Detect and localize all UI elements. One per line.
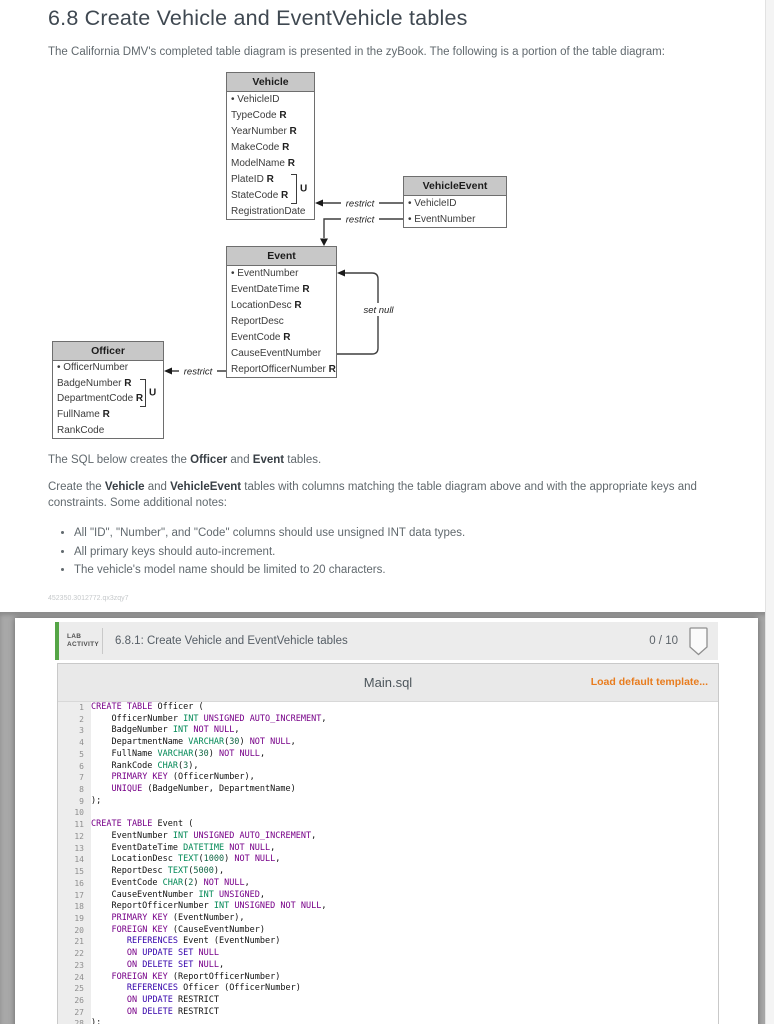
editor-header: Main.sql Load default template... xyxy=(58,664,718,702)
diagram-table-vehicle: Vehicle • VehicleID TypeCode R YearNumber … xyxy=(226,72,315,220)
note-item: All primary keys should auto-increment. xyxy=(74,545,738,561)
diagram-field: • OfficerNumber xyxy=(57,362,129,374)
table-header: VehicleEvent xyxy=(404,177,506,196)
code-line: 7 PRIMARY KEY (OfficerNumber), xyxy=(58,772,718,785)
code-line: 12 EventNumber INT UNSIGNED AUTO_INCREME… xyxy=(58,830,718,843)
diagram-field: • EventNumber xyxy=(408,213,476,225)
relationship-label: restrict xyxy=(346,215,375,226)
load-default-template-link[interactable]: Load default template... xyxy=(590,676,708,688)
instruction-paragraph: Create the Vehicle and VehicleEvent tabl… xyxy=(48,481,697,509)
notes-list: All "ID", "Number", and "Code" columns s… xyxy=(48,526,738,579)
code-line: 16 EventCode CHAR(2) NOT NULL, xyxy=(58,877,718,890)
diagram-field: MakeCode R xyxy=(231,141,290,153)
code-line: 3 BadgeNumber INT NOT NULL, xyxy=(58,725,718,738)
filename-label: Main.sql xyxy=(363,675,413,690)
relationship-label: restrict xyxy=(346,199,375,210)
code-line: 8 UNIQUE (BadgeNumber, DepartmentName) xyxy=(58,784,718,796)
activity-title: 6.8.1: Create Vehicle and EventVehicle t… xyxy=(115,635,348,647)
code-line: 24 FOREIGN KEY (ReportOfficerNumber) xyxy=(58,971,718,984)
code-line: 19 PRIMARY KEY (EventNumber), xyxy=(58,912,718,925)
diagram-field: RankCode xyxy=(57,424,105,436)
diagram-field: TypeCode R xyxy=(231,109,287,121)
table-header: Event xyxy=(227,247,336,266)
relationship-label: set null xyxy=(363,305,394,316)
instructions-block: The SQL below creates the Officer and Ev… xyxy=(48,452,738,602)
code-line: 17 CauseEventNumber INT UNSIGNED, xyxy=(58,889,718,902)
code-line: 26 ON UPDATE RESTRICT xyxy=(58,994,718,1007)
code-line: 9); xyxy=(58,795,718,808)
diagram-field: FullName R xyxy=(57,409,110,421)
footnote: 452350.3012772.qx3zqy7 xyxy=(48,594,129,602)
code-line: 6 RankCode CHAR(3), xyxy=(58,760,718,773)
diagram-field: BadgeNumber R xyxy=(57,377,132,389)
activity-header: LAB ACTIVITY 6.8.1: Create Vehicle and E… xyxy=(55,622,718,660)
diagram-field: ReportDesc xyxy=(231,315,284,327)
code-line: 13 EventDateTime DATETIME NOT NULL, xyxy=(58,842,718,855)
code-line: 5 FullName VARCHAR(30) NOT NULL, xyxy=(58,748,718,761)
diagram-field: PlateID R xyxy=(231,173,274,185)
unique-label: U xyxy=(149,387,157,399)
scrollbar[interactable] xyxy=(765,0,774,1024)
diagram-field: LocationDesc R xyxy=(231,299,302,311)
diagram-field: ModelName R xyxy=(231,157,295,169)
code-line: 14 LocationDesc TEXT(1000) NOT NULL, xyxy=(58,854,718,867)
code-line: 22 ON UPDATE SET NULL xyxy=(58,948,718,960)
note-item: All "ID", "Number", and "Code" columns s… xyxy=(74,526,738,542)
unique-label: U xyxy=(300,183,308,195)
diagram-field: YearNumber R xyxy=(231,125,297,137)
arrowhead xyxy=(337,269,345,277)
code-line: 20 FOREIGN KEY (CauseEventNumber) xyxy=(58,924,718,937)
page-title: 6.8 Create Vehicle and EventVehicle tabl… xyxy=(48,6,468,30)
code-line: 18 ReportOfficerNumber INT UNSIGNED NOT … xyxy=(58,901,718,913)
diagram-field: EventDateTime R xyxy=(231,283,310,295)
code-line: 15 ReportDesc TEXT(5000), xyxy=(58,866,718,878)
diagram-connectors: restrict restrict set null restrict xyxy=(164,197,403,378)
unique-bracket: U xyxy=(291,174,307,204)
arrowhead xyxy=(320,238,328,246)
intro-paragraph: The California DMV's completed table dia… xyxy=(48,46,665,58)
code-line: 23 ON DELETE SET NULL, xyxy=(58,959,718,972)
table-diagram: restrict restrict set null restrict Vehi… xyxy=(0,70,560,460)
content-section: 6.8 Create Vehicle and EventVehicle tabl… xyxy=(0,0,774,612)
diagram-field: DepartmentCode R xyxy=(57,393,144,405)
unique-bracket: U xyxy=(140,379,156,407)
arrowhead xyxy=(164,367,172,375)
lab-activity-label: LAB ACTIVITY xyxy=(67,633,100,648)
diagram-table-vehicleevent: VehicleEvent • VehicleID • EventNumber xyxy=(403,176,507,228)
score-text: 0 / 10 xyxy=(649,635,678,647)
diagram-field: StateCode R xyxy=(231,189,289,201)
diagram-field: • EventNumber xyxy=(231,267,299,279)
activity-type-bar xyxy=(55,622,59,660)
diagram-field: CauseEventNumber xyxy=(231,347,322,359)
table-header: Vehicle xyxy=(227,73,314,92)
diagram-field: EventCode R xyxy=(231,331,291,343)
diagram-field: • VehicleID xyxy=(408,197,457,209)
arrowhead xyxy=(315,199,323,207)
code-line: 10 xyxy=(58,807,718,820)
header-divider xyxy=(102,628,103,654)
note-item: The vehicle's model name should be limit… xyxy=(74,563,738,579)
overlay-background: LAB ACTIVITY 6.8.1: Create Vehicle and E… xyxy=(0,612,774,1024)
table-header: Officer xyxy=(53,342,163,361)
code-line: 28); xyxy=(58,1018,718,1024)
code-line: 27 ON DELETE RESTRICT xyxy=(58,1006,718,1019)
score-shield-icon xyxy=(689,627,708,656)
code-line: 21 REFERENCES Event (EventNumber) xyxy=(58,936,718,949)
relationship-label: restrict xyxy=(184,367,213,378)
activity-card: LAB ACTIVITY 6.8.1: Create Vehicle and E… xyxy=(15,618,758,1024)
diagram-field: RegistrationDate xyxy=(231,205,306,217)
diagram-field: • VehicleID xyxy=(231,93,280,105)
code-line: 2 OfficerNumber INT UNSIGNED AUTO_INCREM… xyxy=(58,713,718,726)
code-line: 25 REFERENCES Officer (OfficerNumber) xyxy=(58,983,718,995)
code-line: 4 DepartmentName VARCHAR(30) NOT NULL, xyxy=(58,737,718,749)
diagram-field: ReportOfficerNumber R xyxy=(231,363,336,375)
sql-note: The SQL below creates the Officer and Ev… xyxy=(48,454,322,466)
